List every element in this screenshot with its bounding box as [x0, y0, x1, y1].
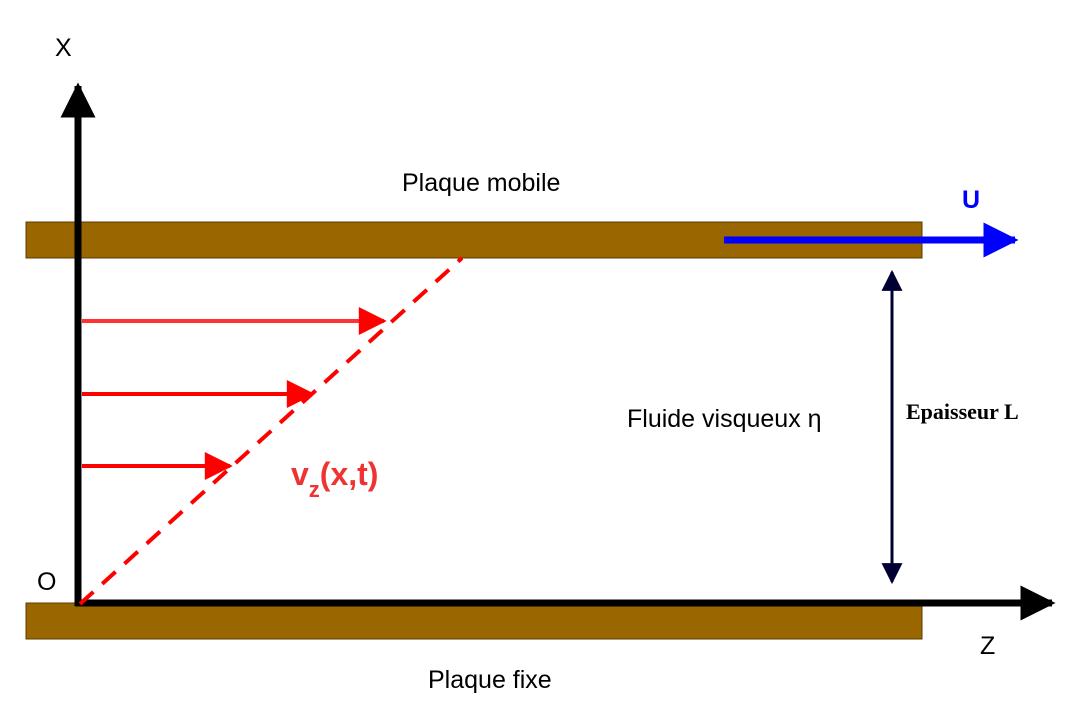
origin-label: O — [37, 568, 56, 596]
velocity-profile-line — [78, 256, 464, 606]
velocity-profile-main: v — [291, 456, 309, 492]
moving-plate-label: Plaque mobile — [402, 169, 560, 197]
x-axis-label: X — [55, 34, 72, 62]
z-axis-label: Z — [980, 632, 995, 660]
fixed-plate-label: Plaque fixe — [428, 666, 552, 694]
velocity-profile-subscript: z — [309, 477, 320, 502]
velocity-profile-args: (x,t) — [320, 456, 379, 492]
thickness-label: Epaisseur L — [906, 399, 1019, 424]
fixed-plate — [25, 602, 923, 640]
fluid-label: Fluide visqueux η — [627, 405, 822, 433]
velocity-profile-label: vz(x,t) — [291, 456, 378, 502]
velocity-u-label: U — [962, 186, 980, 214]
